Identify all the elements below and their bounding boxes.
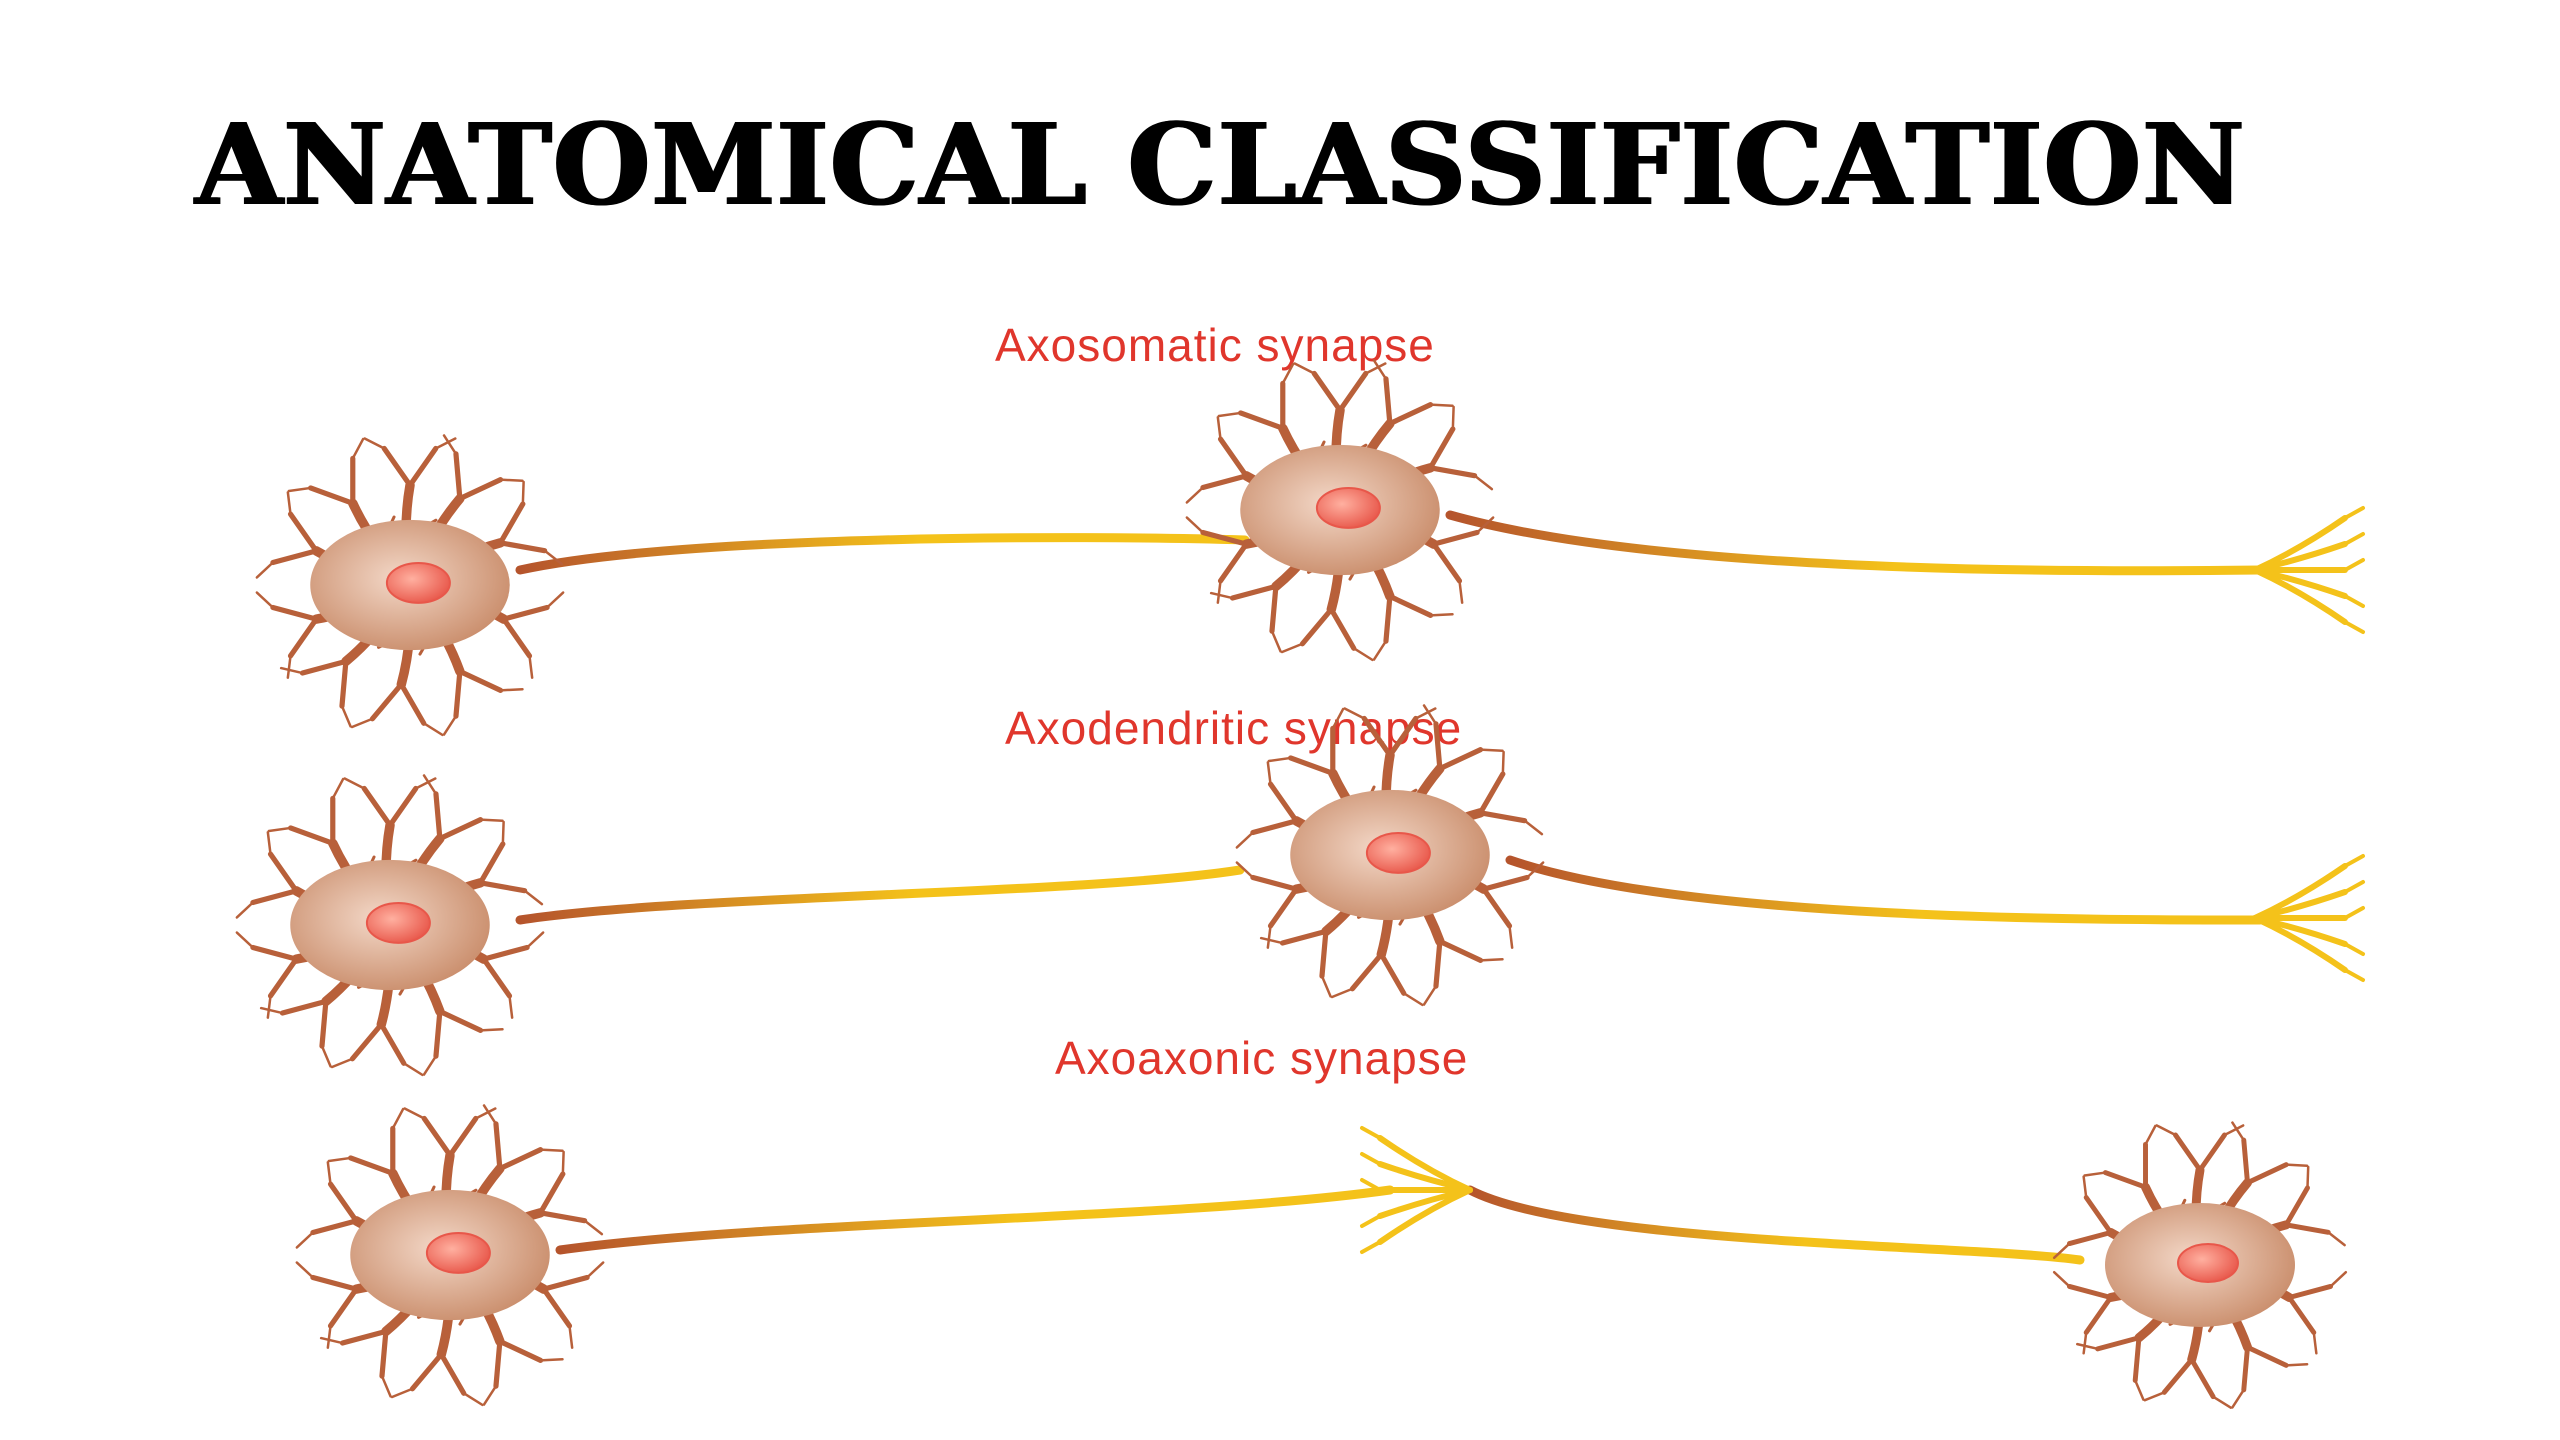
nucleus — [385, 561, 451, 604]
axon-terminal-row3 — [1360, 1126, 1473, 1254]
label-axodendritic-synapse: Axodendritic synapse — [1005, 702, 1463, 754]
nucleus — [2177, 1243, 2239, 1283]
axon-row3-presynaptic — [555, 1185, 1395, 1255]
label-axosomatic-synapse: Axosomatic synapse — [995, 319, 1435, 371]
axon-row3-postsynaptic — [1465, 1185, 2085, 1265]
neuron-row3-postsynaptic — [2052, 1121, 2348, 1409]
axon-terminal-row1 — [2252, 506, 2365, 634]
neuron-row2-presynaptic — [235, 774, 545, 1077]
axon-row2-postsynaptic — [1505, 855, 2265, 925]
axon-row2-presynaptic — [515, 865, 1245, 925]
axon-terminal-row2 — [2252, 854, 2365, 982]
nucleus — [1315, 486, 1381, 529]
slide-title: ANATOMICAL CLASSIFICATION — [195, 100, 2246, 231]
neuron-row1-presynaptic — [255, 434, 565, 737]
nucleus — [1365, 831, 1431, 874]
label-axoaxonic-synapse: Axoaxonic synapse — [1055, 1032, 1469, 1084]
axon-row1-presynaptic — [515, 533, 1250, 575]
nucleus — [365, 901, 431, 944]
neuron-row3-presynaptic — [295, 1104, 605, 1407]
neuron-row2-postsynaptic — [1235, 704, 1545, 1007]
neuron-row1-postsynaptic — [1185, 359, 1495, 662]
axon-row1-postsynaptic — [1445, 510, 2265, 576]
nucleus — [425, 1231, 491, 1274]
